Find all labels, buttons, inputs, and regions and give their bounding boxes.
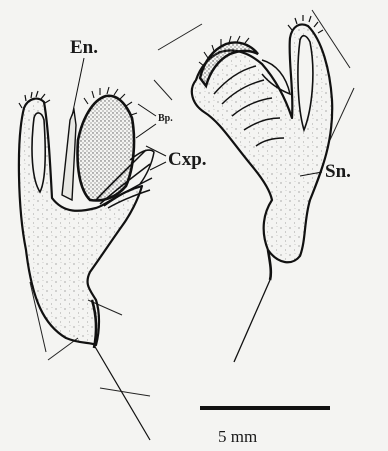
- en-pointer: [72, 58, 84, 116]
- left-appendage: [19, 87, 154, 440]
- right-stalk-line: [234, 280, 270, 362]
- bp-pointer-2: [136, 124, 156, 138]
- basipod-label: Bp.: [158, 114, 173, 124]
- coxopod-label: Cxp.: [168, 150, 207, 169]
- basipod-mass: [78, 96, 135, 201]
- sternite-label: Sn.: [325, 162, 351, 181]
- left-stalk-line: [94, 345, 150, 440]
- endopod-label: En.: [70, 38, 98, 57]
- endopod-spine: [62, 110, 76, 200]
- right-appendage: [154, 10, 354, 362]
- scale-bar-label: 5 mm: [218, 428, 257, 445]
- bp-pointer-1: [138, 104, 156, 116]
- cxp-pointer-2: [150, 162, 166, 170]
- cxp-pointer-1: [146, 146, 166, 156]
